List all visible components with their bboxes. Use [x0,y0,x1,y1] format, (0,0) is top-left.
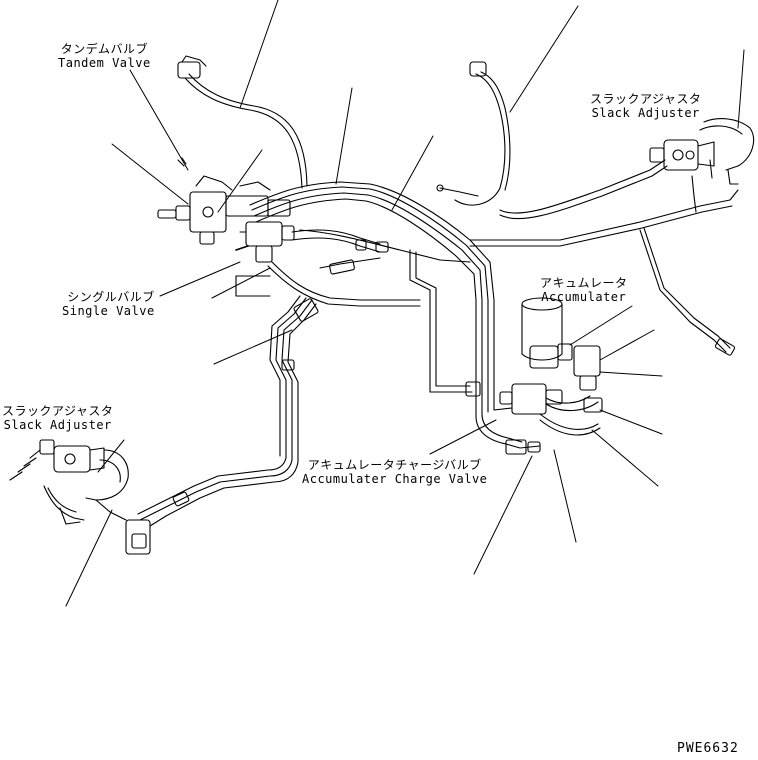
single-valve-label-jp: シングルバルブ [67,290,155,304]
tandem-valve [157,157,291,245]
accumulator-label: アキュムレータ Accumulater [540,276,628,304]
accumulator [521,297,573,369]
leader-lines [65,0,745,607]
left-pipe-bundle [125,295,319,555]
accumulator-charge-valve [475,345,603,455]
accumulator-charge-valve-label: アキュムレータチャージバルブ Accumulater Charge Valve [302,458,487,486]
slack-adjuster-left [9,439,129,525]
slack-adjuster-left-label-en: Slack Adjuster [3,418,112,432]
tandem-valve-label-jp: タンデムバルブ [60,42,148,56]
slack-adjuster-right-label-jp: スラックアジャスタ [590,92,702,106]
center-pipes [235,229,481,397]
accumulator-label-jp: アキュムレータ [540,276,628,290]
slack-adjuster-right [649,118,755,185]
accumulator-charge-valve-label-en: Accumulater Charge Valve [302,472,488,486]
accumulator-label-en: Accumulater [541,290,627,304]
single-valve-label-en: Single Valve [62,304,155,318]
single-valve-label: シングルバルブ Single Valve [62,290,155,318]
drawing-code: PWE6632 [677,741,739,756]
slack-adjuster-left-label-jp: スラックアジャスタ [2,404,114,418]
single-valve [235,221,381,263]
tandem-valve-label: タンデムバルブ Tandem Valve [58,42,151,70]
accumulator-charge-valve-label-jp: アキュムレータチャージバルブ [307,458,482,472]
tandem-valve-label-en: Tandem Valve [58,56,151,70]
right-pipes [469,159,739,356]
slack-adjuster-right-label: スラックアジャスタ Slack Adjuster [590,92,701,120]
slack-adjuster-right-label-en: Slack Adjuster [591,106,700,120]
main-pipe-bundle [249,181,495,417]
upper-center-hose [436,61,511,206]
slack-adjuster-left-label: スラックアジャスタ Slack Adjuster [2,404,113,432]
upper-left-hose [177,55,308,189]
